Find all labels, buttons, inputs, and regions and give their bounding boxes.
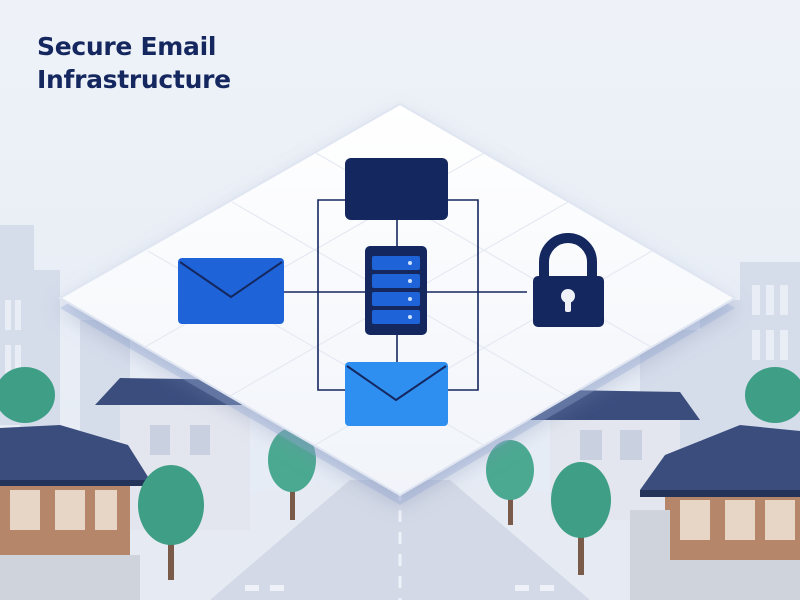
envelope-icon-bottom (345, 362, 448, 426)
page-title: Secure Email Infrastructure (37, 30, 231, 96)
connector-lines (284, 199, 527, 391)
title-line-1: Secure Email (37, 32, 217, 61)
top-box-node (345, 158, 448, 220)
title-line-2: Infrastructure (37, 65, 231, 94)
trees (0, 367, 800, 580)
building-windows (5, 285, 788, 375)
street (0, 470, 800, 600)
envelope-icon (178, 258, 284, 324)
right-traditional-houses (530, 390, 800, 600)
server-icon (365, 246, 427, 335)
padlock-icon (533, 233, 604, 327)
